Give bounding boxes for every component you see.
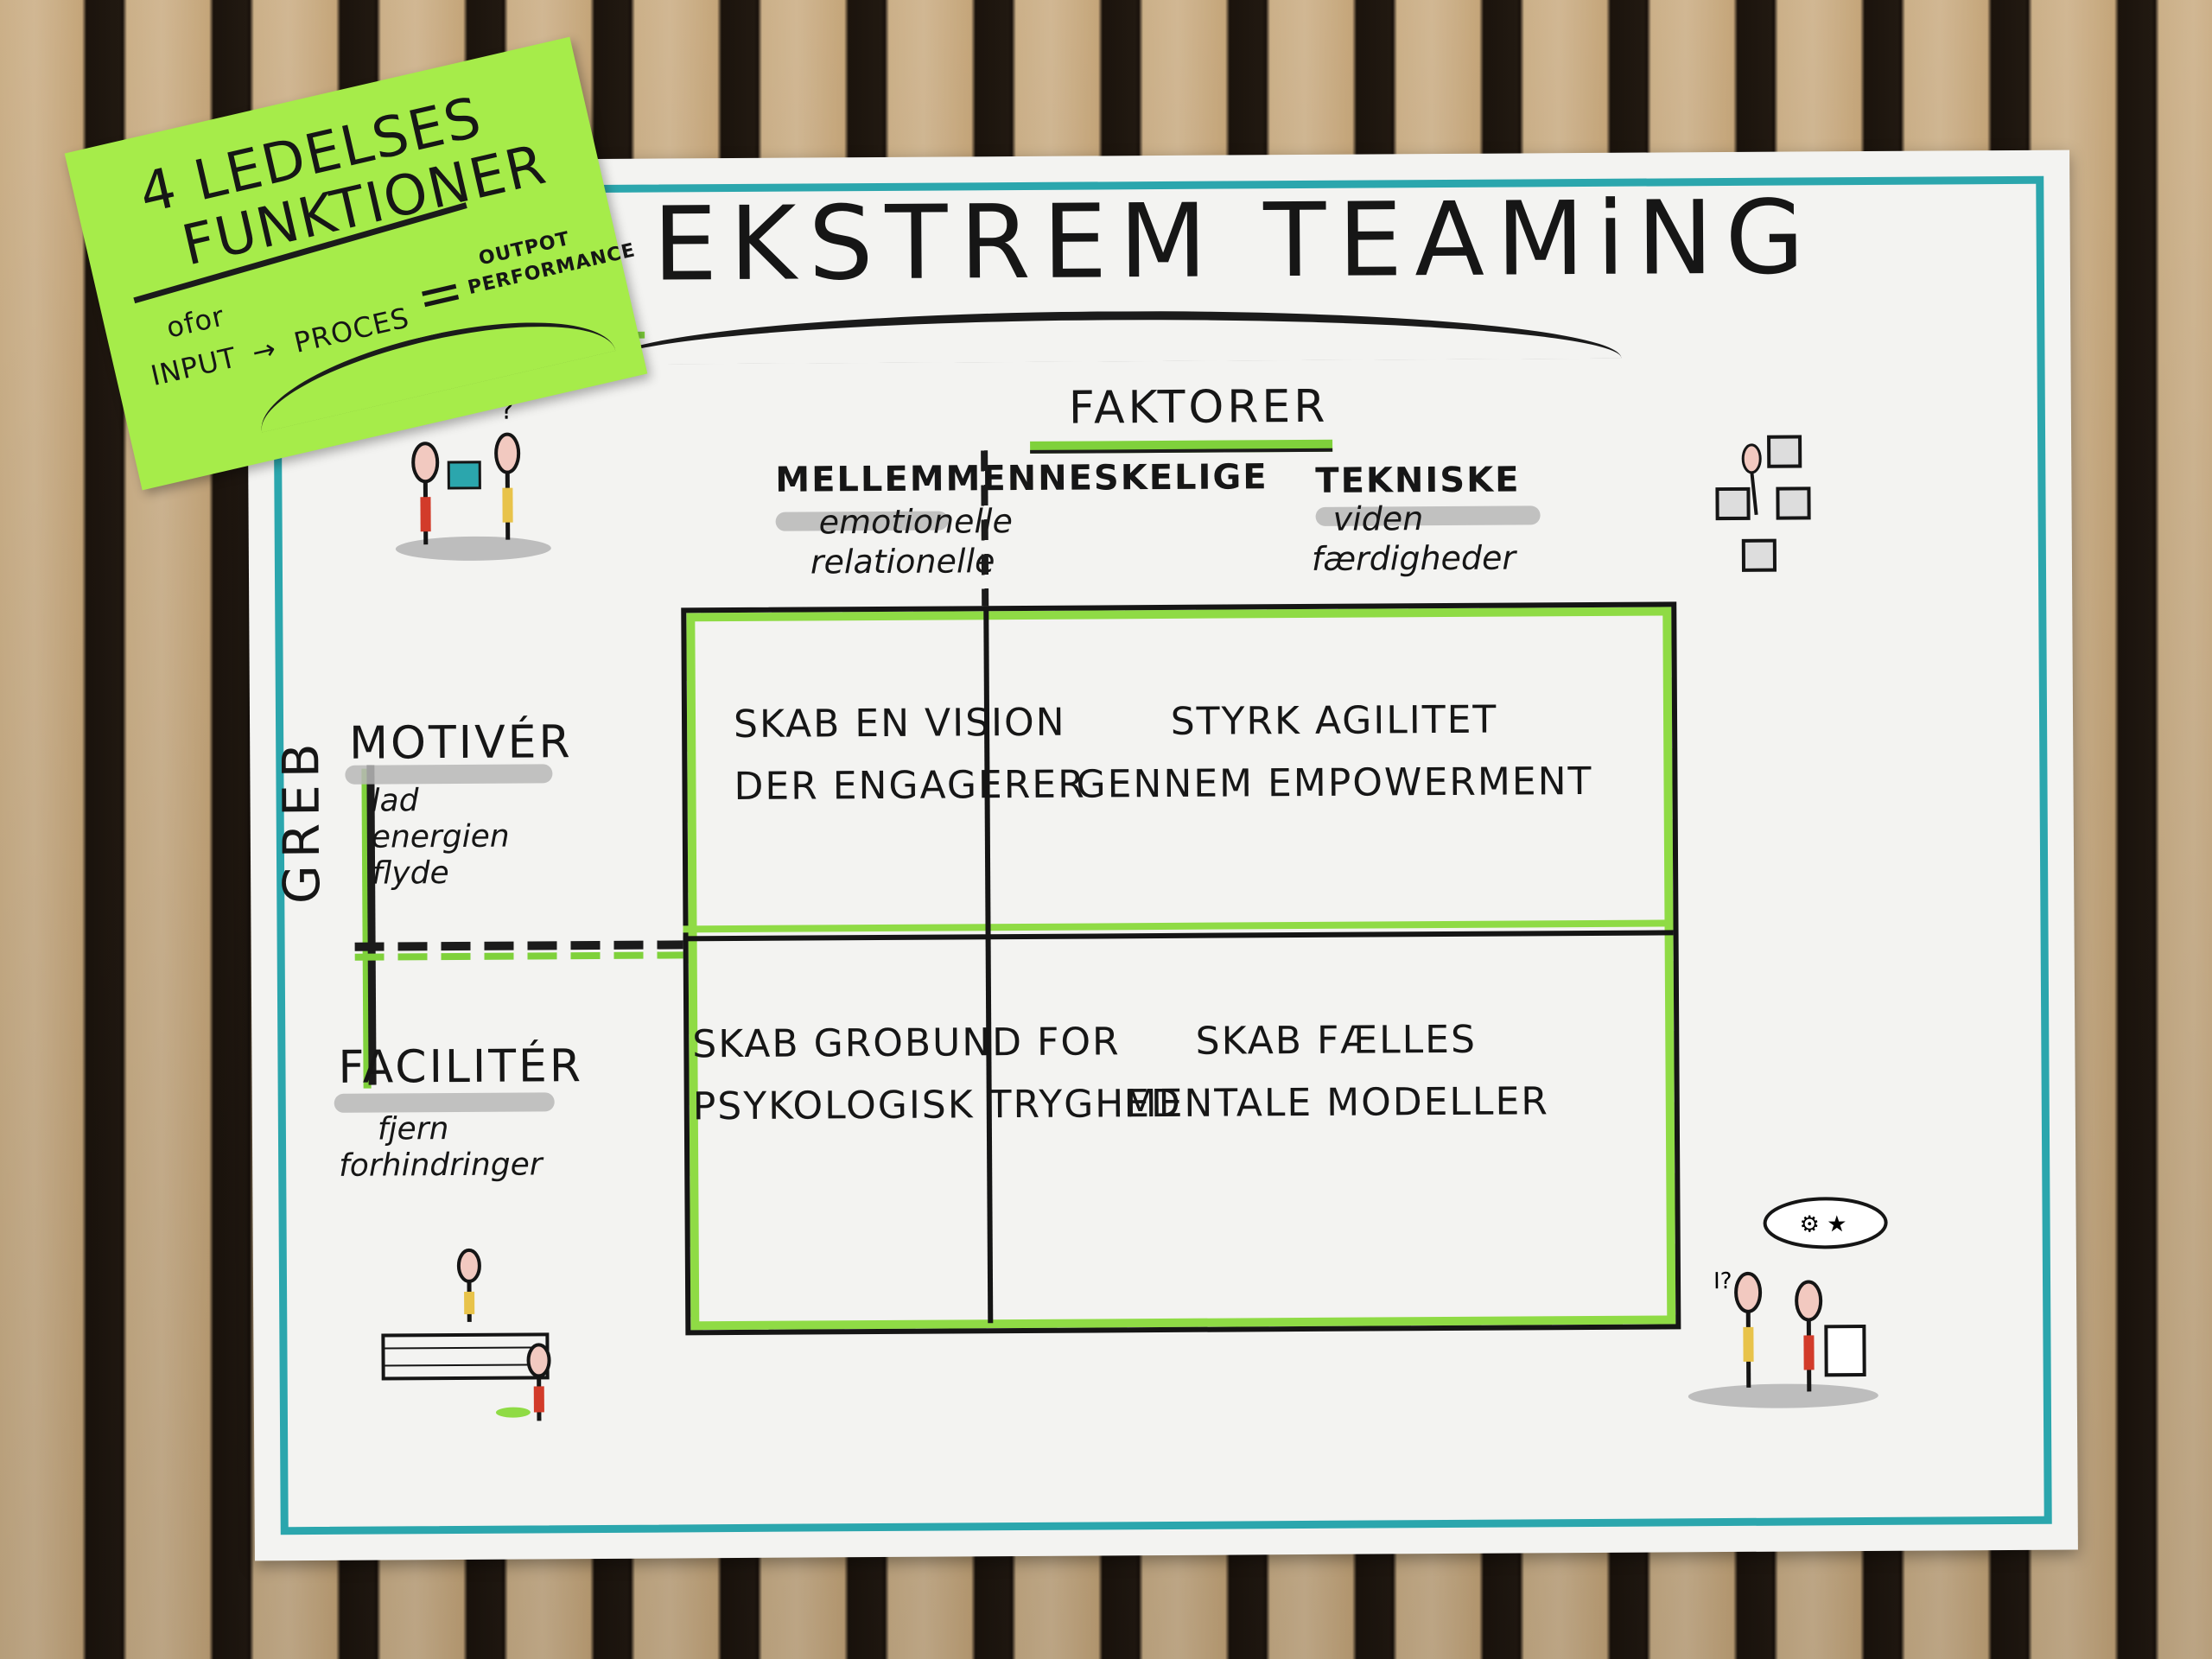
row-heading-shade: [345, 764, 553, 785]
column-heading-technical: TEKNISKE: [1315, 460, 1521, 501]
flipchart-poster: EKSTREM TEAMiNG FAKTORER MELLEMMENNESKEL…: [246, 149, 2078, 1561]
column-sub-skills: færdigheder: [1311, 538, 1516, 578]
sticky-ofor: ofor: [163, 299, 228, 345]
matrix-cell-psych-safety: SKAB GROBUND FOR PSYKOLOGISK TRYGHED: [692, 1012, 1183, 1138]
row-sub-obstacles: forhindringer: [339, 1147, 543, 1184]
row-sub-flow: flyde: [371, 855, 449, 892]
cell-line: PSYKOLOGISK TRYGHED: [692, 1081, 1183, 1129]
sticky-input: INPUT: [148, 340, 240, 393]
matrix-cell-vision: SKAB EN VISION DER ENGAGERER: [733, 692, 1086, 818]
row-heading-facilitate: FACILITÉR: [338, 1040, 584, 1094]
cell-line: SKAB EN VISION: [733, 700, 1066, 747]
row-sub-energy: energien: [371, 818, 510, 855]
row-sub-remove: fjern: [377, 1111, 449, 1147]
matrix-cell-agility: STYRK AGILITET GENNEM EMPOWERMENT: [1001, 688, 1668, 817]
net-game-doodle-icon: [381, 1248, 551, 1421]
poster-title: EKSTREM TEAMiNG: [652, 177, 1817, 304]
column-heading-interpersonal: MELLEMMENNESKELIGE: [775, 457, 1268, 500]
idea-mark: I?: [1713, 1268, 1732, 1294]
cell-line: SKAB FÆLLES: [1195, 1017, 1478, 1064]
column-sub-relational: relationelle: [810, 542, 995, 582]
column-sub-knowledge: viden: [1332, 499, 1424, 538]
factors-label: FAKTORER: [1068, 380, 1329, 435]
cell-line: SKAB GROBUND FOR: [692, 1020, 1121, 1067]
row-sub-let: lad: [371, 783, 419, 819]
cell-line: GENNEM EMPOWERMENT: [1076, 759, 1593, 807]
matrix-cell-mental-models: SKAB FÆLLES MENTALE MODELLER: [1003, 1007, 1669, 1136]
svg-text:⚙ ★: ⚙ ★: [1800, 1211, 1847, 1237]
gift-giving-doodle-icon: ?: [395, 396, 551, 561]
arrow-right-icon: →: [248, 331, 280, 370]
conversation-doodle-icon: ⚙ ★ I?: [1688, 1197, 1888, 1408]
row-heading-motivate: MOTIVÉR: [349, 716, 573, 770]
cell-line: DER ENGAGERER: [734, 762, 1086, 810]
grip-label: GREB: [271, 736, 332, 905]
sticky-equals: =: [410, 257, 472, 332]
cell-line: MENTALE MODELLER: [1123, 1079, 1550, 1127]
cell-line: STYRK AGILITET: [1170, 697, 1498, 744]
building-blocks-doodle-icon: [1715, 435, 1811, 572]
factors-underline: [1030, 439, 1333, 454]
column-divider-dashed: [981, 450, 989, 607]
